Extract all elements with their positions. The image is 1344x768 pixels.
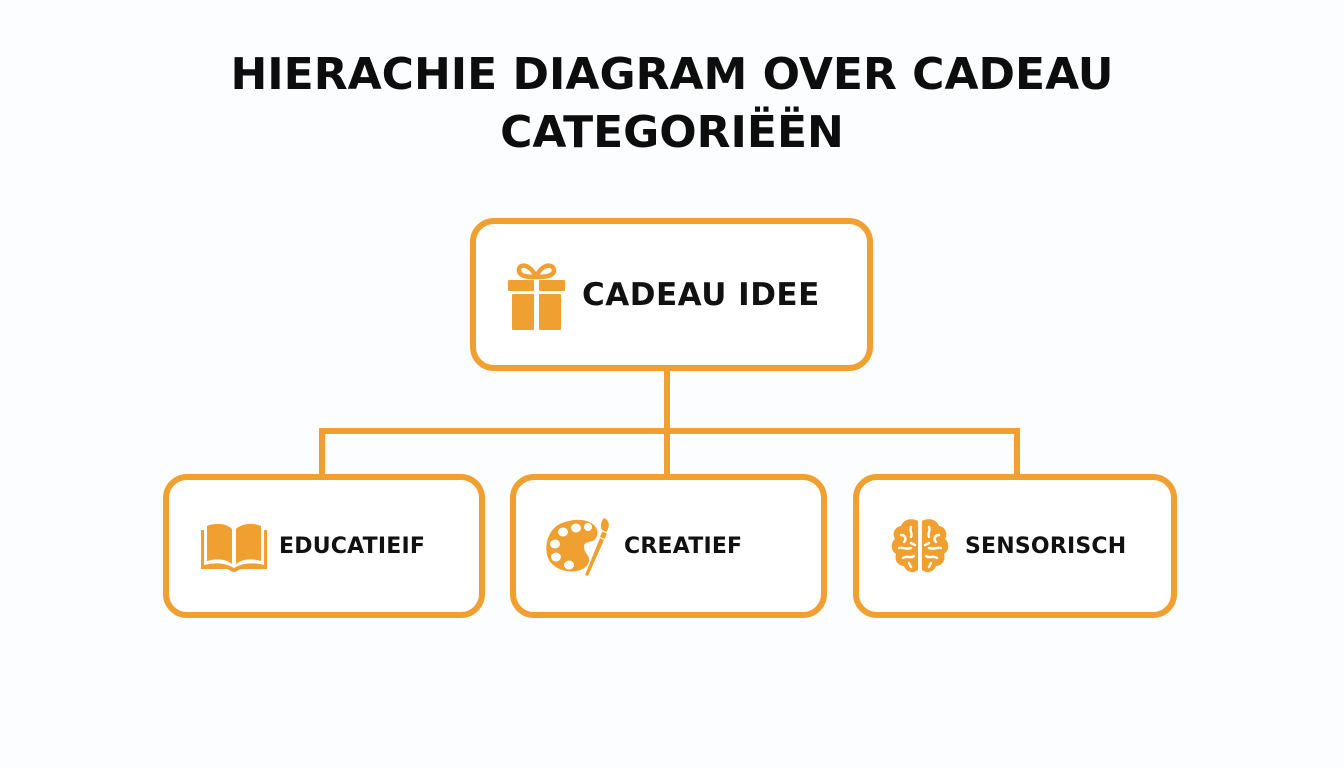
root-node-label: CADEAU IDEE	[582, 276, 820, 313]
connector-drop-left	[319, 428, 325, 478]
connector-drop-right	[1014, 428, 1020, 478]
title-line-1: HIERACHIE DIAGRAM OVER CADEAU	[230, 49, 1114, 100]
child-node-label: SENSORISCH	[965, 533, 1127, 559]
child-node-sensorisch[interactable]: SENSORISCH	[853, 474, 1177, 618]
title-line-2: CATEGORIËËN	[500, 107, 844, 158]
root-node-cadeau-idee[interactable]: CADEAU IDEE	[470, 218, 873, 371]
connector-drop-middle	[664, 428, 670, 478]
child-node-label: CREATIEF	[624, 533, 743, 559]
child-node-educatief[interactable]: EDUCATIEIF	[163, 474, 485, 618]
brain-icon	[885, 515, 955, 577]
connector-root-stem	[664, 368, 670, 434]
child-node-label: EDUCATIEIF	[279, 533, 426, 559]
paint-palette-icon	[544, 515, 614, 577]
page-title: HIERACHIE DIAGRAM OVER CADEAU CATEGORIËË…	[0, 46, 1344, 162]
child-node-creatief[interactable]: CREATIEF	[510, 474, 827, 618]
open-book-icon	[199, 515, 269, 577]
gift-icon	[506, 259, 568, 331]
